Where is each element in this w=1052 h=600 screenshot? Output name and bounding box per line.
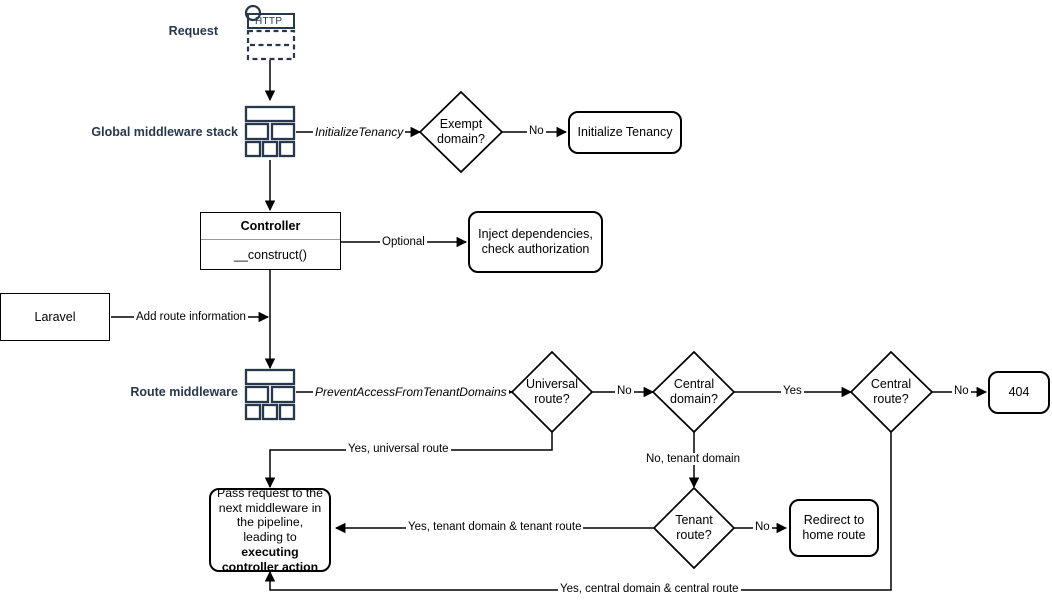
edge-label-universal-route-no: No: [615, 385, 634, 397]
edge-label-central-domain-no: No, tenant domain: [644, 453, 742, 465]
node-controller[interactable]: Controller __construct(): [200, 212, 341, 270]
edge-label-central-route-no: No: [952, 385, 971, 397]
label-request: Request: [168, 24, 218, 38]
decision-central-route-line1: Central: [870, 377, 912, 391]
node-404[interactable]: 404: [988, 371, 1050, 414]
edge-label-exempt-domain-no: No: [527, 125, 546, 137]
node-pass-request[interactable]: Pass request to the next middleware in t…: [209, 486, 331, 575]
node-initialize-tenancy[interactable]: Initialize Tenancy: [568, 111, 682, 154]
decision-central-domain-line1: Central: [673, 377, 715, 391]
shape-universal-route-diamond: [510, 350, 594, 434]
node-redirect-home-route[interactable]: Redirect to home route: [789, 499, 879, 557]
edge-label-add-route-information: Add route information: [134, 311, 248, 323]
edge-label-central-domain-yes: Yes: [781, 385, 804, 397]
decision-central-domain-line2: domain?: [670, 392, 718, 406]
decision-exempt-domain-line1: Exempt: [439, 117, 483, 131]
decision-exempt-domain-line2: domain?: [437, 132, 485, 146]
edge-label-tenant-route-yes: Yes, tenant domain & tenant route: [406, 521, 584, 533]
edge-label-tenant-route-no: No: [753, 521, 772, 533]
edge-label-prevent-access-from-tenant-domains: PreventAccessFromTenantDomains: [313, 385, 509, 399]
edge-label-controller-optional: Optional: [380, 236, 427, 248]
shape-exempt-domain-diamond: [418, 90, 504, 174]
http-icon-caption: HTTP: [255, 16, 283, 27]
decision-universal-route-line2: route?: [534, 392, 570, 406]
decision-tenant-route[interactable]: Tenant route?: [644, 513, 744, 543]
shape-central-domain-diamond: [651, 350, 736, 434]
route-middleware-stack-icon: [244, 368, 296, 421]
decision-central-route-line2: route?: [873, 392, 909, 406]
decision-central-route[interactable]: Central route?: [841, 377, 941, 407]
shape-central-route-diamond: [849, 350, 934, 434]
label-global-middleware-stack: Global middleware stack: [91, 125, 238, 139]
edge-label-initialize-tenancy: InitializeTenancy: [313, 125, 406, 139]
pass-request-emphasis: executing controller action: [221, 544, 319, 574]
decision-central-domain[interactable]: Central domain?: [644, 377, 744, 407]
edge-label-central-route-yes: Yes, central domain & central route: [558, 583, 741, 595]
decision-tenant-route-line2: route?: [676, 528, 712, 542]
edge-universal-route-yes: [264, 432, 553, 489]
pass-request-prefix: Pass request to the next middleware in t…: [217, 485, 323, 544]
node-inject-dependencies[interactable]: Inject dependencies, check authorization: [468, 211, 603, 273]
controller-title: Controller: [201, 213, 340, 240]
controller-construct-method: __construct(): [234, 247, 307, 262]
node-laravel[interactable]: Laravel: [0, 293, 110, 341]
decision-tenant-route-line1: Tenant: [675, 513, 713, 527]
pass-request-text: Pass request to the next middleware in t…: [217, 486, 323, 575]
shape-tenant-route-diamond: [652, 486, 736, 570]
label-route-middleware: Route middleware: [130, 385, 238, 399]
global-middleware-stack-icon: [244, 105, 296, 158]
decision-exempt-domain[interactable]: Exempt domain?: [411, 117, 511, 147]
http-request-icon: [244, 4, 296, 61]
decision-universal-route-line1: Universal: [525, 377, 579, 391]
decision-universal-route[interactable]: Universal route?: [502, 377, 602, 407]
edge-label-universal-route-yes: Yes, universal route: [346, 443, 451, 455]
